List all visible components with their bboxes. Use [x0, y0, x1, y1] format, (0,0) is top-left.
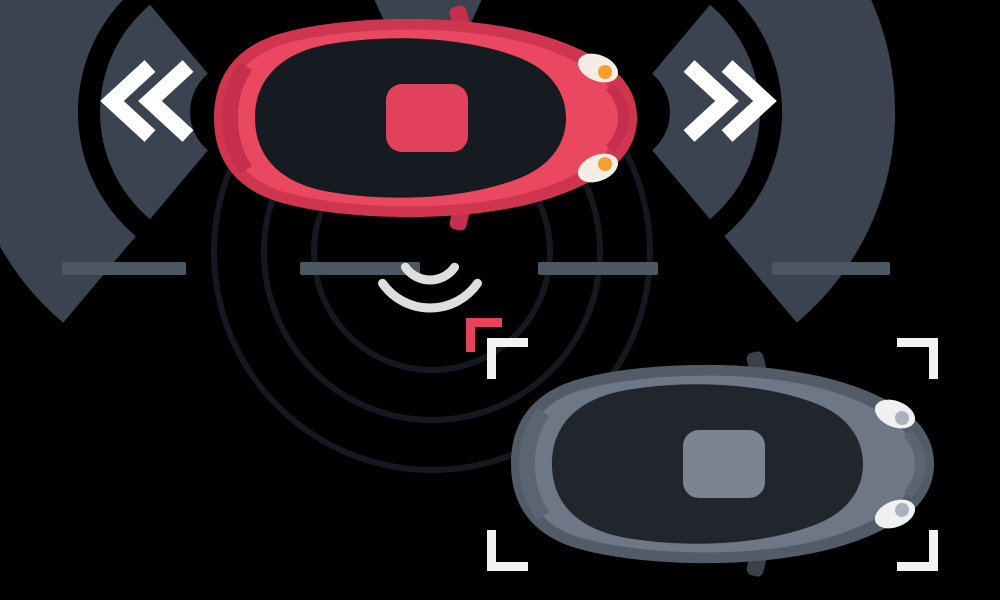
chevron-left	[138, 60, 194, 142]
target-bracket-bottom-left	[487, 530, 528, 571]
car-rear-shade	[222, 62, 252, 174]
sonar-arc-inner	[400, 262, 460, 285]
target-bracket-bottom-right	[897, 530, 938, 571]
sonar-wave-icon	[378, 262, 482, 313]
chevrons-left-icon	[100, 60, 194, 142]
car-nose-shade	[606, 84, 629, 152]
headlamp-top-dot	[895, 411, 909, 425]
headlamp-top-dot	[598, 65, 612, 79]
red-car	[214, 5, 637, 231]
chevron-right	[683, 60, 739, 142]
car-roof	[386, 84, 468, 152]
chevrons-right-icon	[683, 60, 777, 142]
headlamp-bottom-dot	[895, 503, 909, 517]
lane-markings	[62, 262, 890, 275]
lane-dash	[538, 262, 658, 275]
chevron-left	[100, 60, 156, 142]
sonar-arc-outer	[378, 278, 482, 313]
headlamp-bottom-dot	[598, 157, 612, 171]
sensor-band-outer	[724, 0, 895, 323]
car-rear-shade	[519, 408, 549, 520]
car-nose-shade	[903, 430, 926, 498]
gray-car	[511, 351, 934, 577]
target-frame-icon	[487, 338, 938, 571]
lane-dash	[62, 262, 186, 275]
sensor-band-outer	[0, 0, 136, 323]
car-roof	[683, 430, 765, 498]
lane-dash	[772, 262, 890, 275]
target-bracket-top-right	[897, 338, 938, 379]
lane-dash	[300, 262, 420, 275]
target-bracket-top-left	[487, 338, 528, 379]
alert-corner-icon	[466, 318, 502, 352]
chevron-right	[721, 60, 777, 142]
